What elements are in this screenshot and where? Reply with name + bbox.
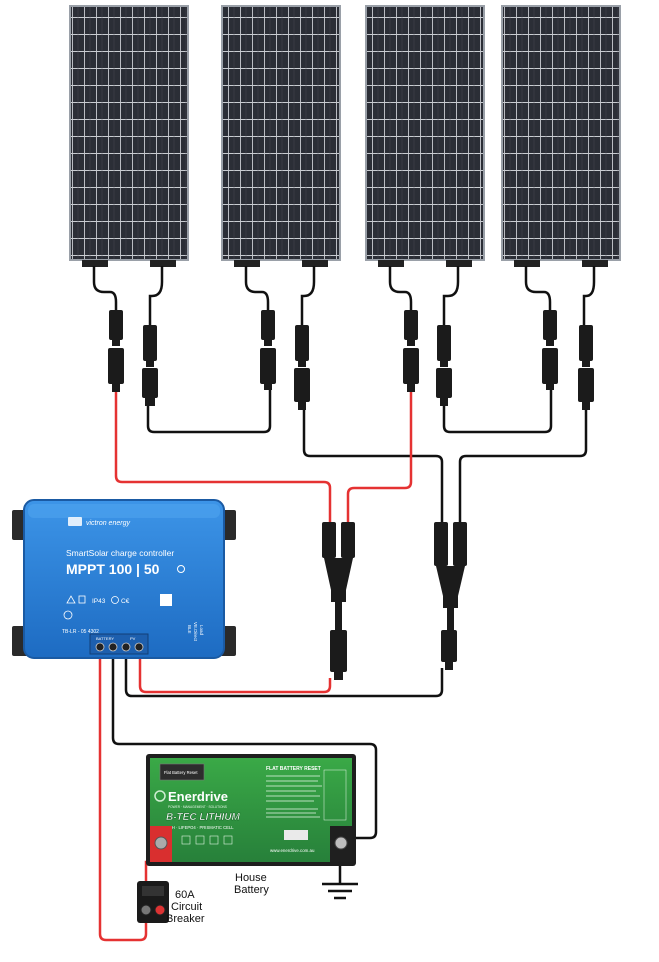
terminal-block: BATTERY PV	[89, 633, 149, 655]
negative-wiring	[92, 266, 596, 900]
svg-text:PV: PV	[130, 636, 136, 641]
notice-title: FLAT BATTERY RESET	[266, 766, 321, 772]
svg-text:Circuit: Circuit	[171, 901, 202, 913]
mc4-pair-panel-3-pos	[403, 310, 419, 392]
mc4-pair-panel-1-pos	[108, 310, 124, 392]
svg-text:BATTERY: BATTERY	[96, 636, 114, 641]
notice-text-lines	[266, 775, 322, 818]
solar-panel-1	[69, 5, 189, 267]
svg-text:Breaker: Breaker	[166, 913, 205, 925]
battery-caption: House Battery	[234, 872, 269, 896]
solar-panel-4	[501, 5, 621, 267]
mc4-connectors	[108, 310, 594, 410]
battery-brand: Enerdrive	[168, 789, 228, 804]
charge-controller: victron energy SmartSolar charge control…	[12, 499, 236, 659]
house-battery: Flat Battery Reset Enerdrive POWER · MAN…	[146, 754, 356, 866]
bluetooth-icon	[177, 565, 185, 573]
svg-text:60A: 60A	[175, 889, 195, 901]
victron-logo: victron energy	[68, 517, 130, 527]
svg-text:Load: Load	[199, 625, 204, 636]
solar-panel-3	[365, 5, 485, 267]
mc4-pair-panel-2-neg	[294, 325, 310, 410]
side-port-labels: BLE VE.Direct Load	[187, 622, 204, 642]
svg-text:House: House	[235, 872, 267, 884]
battery-brand-tagline: POWER · MANAGEMENT · SOLUTIONS	[168, 805, 227, 809]
y-branch-positive	[322, 522, 355, 680]
warning-symbols	[323, 769, 347, 821]
qr-label	[160, 594, 172, 606]
mc4-pair-panel-4-pos	[542, 310, 558, 390]
barcode-label	[284, 830, 308, 840]
mc4-pair-panel-2-pos	[260, 310, 276, 390]
battery-icons	[181, 835, 233, 845]
mc4-pair-panel-3-neg	[436, 325, 452, 406]
mc4-pair-panel-1-neg	[142, 325, 158, 406]
battery-spec: 125AH · LIFEPO4 · PRISMATIC CELL	[162, 825, 234, 830]
svg-text:Battery: Battery	[234, 884, 269, 896]
mc4-pair-panel-4-neg	[578, 325, 594, 410]
battery-series: B-TEC LITHIUM	[166, 812, 241, 823]
svg-text:victron energy: victron energy	[86, 520, 130, 527]
certification-marks: IP43 C€	[66, 595, 130, 605]
enerdrive-logo-icon	[154, 790, 166, 802]
breaker-caption: 60A Circuit Breaker	[166, 889, 205, 925]
svg-text:VE.Direct: VE.Direct	[193, 622, 198, 642]
svg-text:IP43: IP43	[92, 598, 106, 605]
solar-panel-2	[221, 5, 341, 267]
circuit-breaker	[137, 881, 169, 923]
svg-text:Flat Battery Reset: Flat Battery Reset	[164, 770, 198, 775]
model-label: MPPT 100 | 50	[66, 561, 160, 577]
ex-mark-icon	[63, 610, 73, 620]
serial-label: TB-LR - 05 4302	[62, 629, 99, 635]
y-branch-negative	[434, 522, 467, 670]
product-line-label: SmartSolar charge controller	[66, 548, 174, 558]
flat-battery-reset-badge	[159, 763, 205, 781]
svg-text:BLE: BLE	[187, 625, 192, 634]
battery-website: www.enerdrive.com.au	[270, 848, 315, 853]
svg-text:C€: C€	[121, 598, 130, 605]
